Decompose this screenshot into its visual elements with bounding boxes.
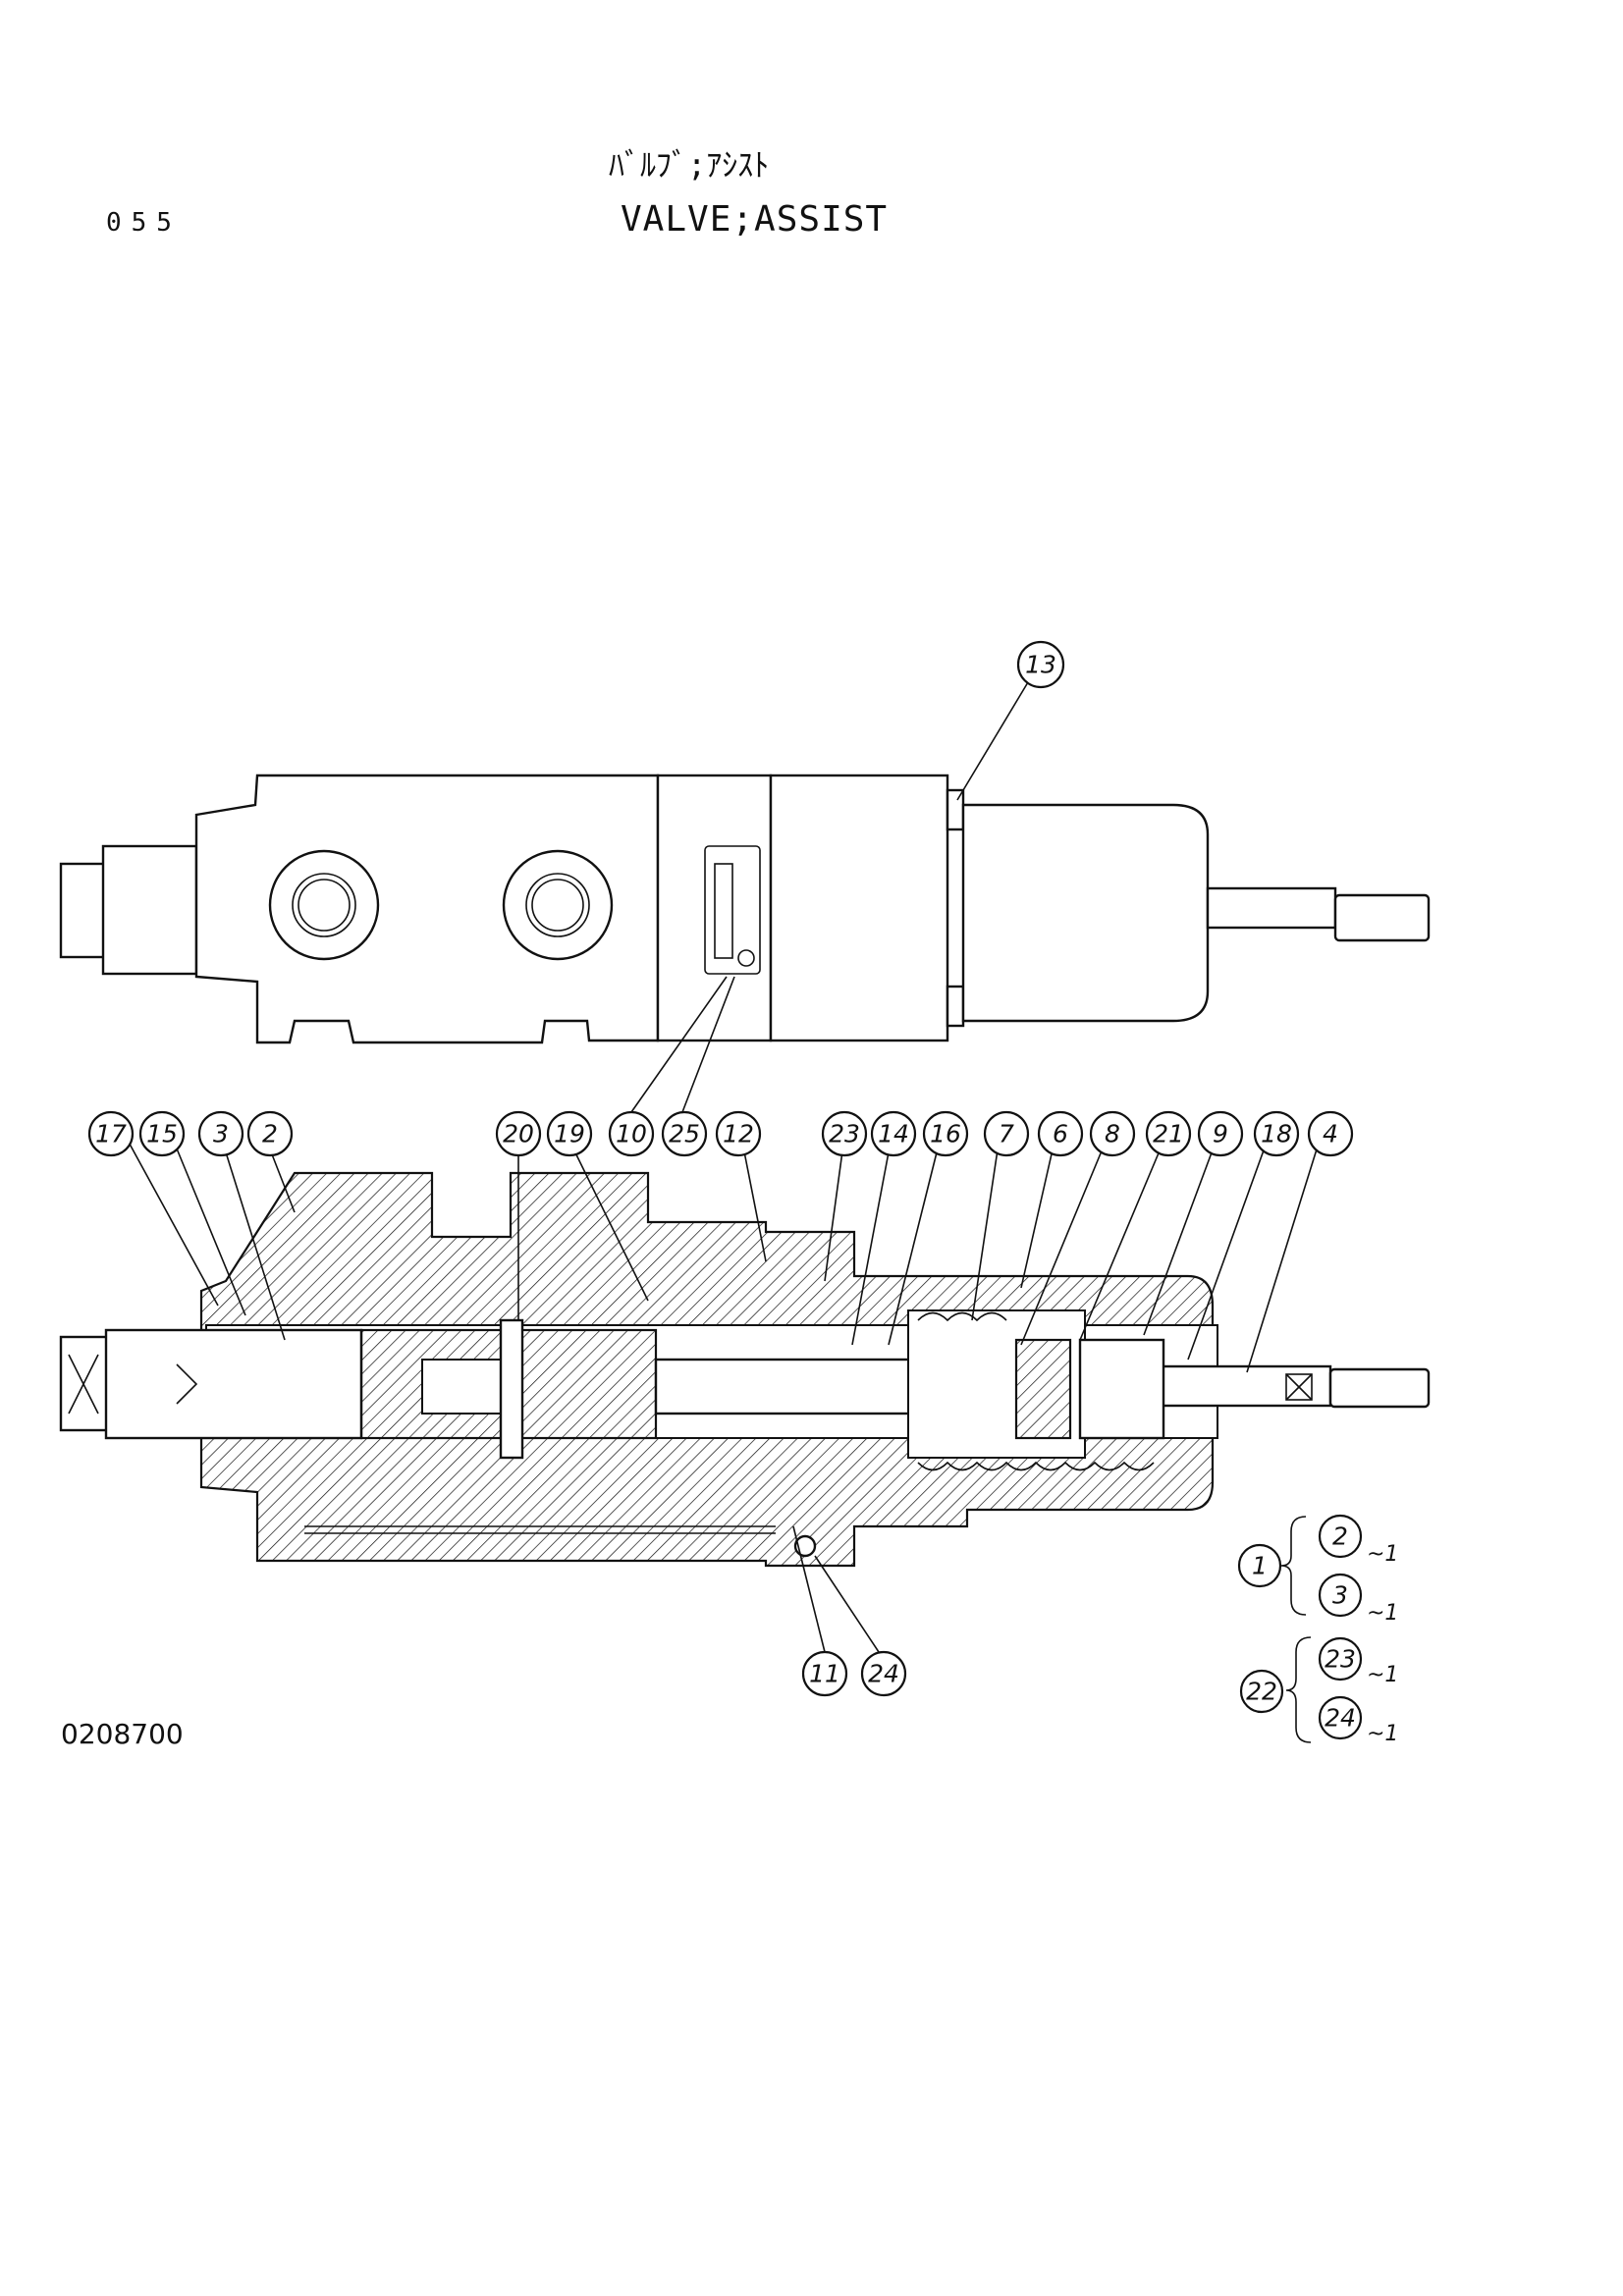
svg-text:15: 15 <box>146 1120 178 1148</box>
svg-text:3: 3 <box>1332 1581 1348 1610</box>
callout-12: 12 <box>715 1110 762 1157</box>
svg-text:9: 9 <box>1213 1120 1228 1148</box>
callouts: 13 17 15 3 2 20 19 10 25 12 23 14 16 7 6… <box>87 640 1354 1697</box>
port-2-outer <box>502 849 614 961</box>
title-japanese: ﾊﾞﾙﾌﾞ;ｱｼｽﾄ <box>609 146 770 184</box>
drawing-number: 0208700 <box>61 1718 184 1750</box>
svg-text:24: 24 <box>1325 1704 1356 1733</box>
svg-text:23: 23 <box>1325 1645 1356 1674</box>
svg-text:25: 25 <box>669 1120 700 1148</box>
svg-text:1: 1 <box>1252 1552 1268 1580</box>
callout-25: 25 <box>661 1110 708 1157</box>
svg-text:~1: ~1 <box>1367 1601 1398 1626</box>
svg-text:~1: ~1 <box>1367 1663 1398 1687</box>
exterior-view <box>59 774 1431 1044</box>
callout-4: 4 <box>1307 1110 1354 1157</box>
left-stub-outer <box>59 862 107 959</box>
callout-17: 17 <box>87 1110 135 1157</box>
title-english: VALVE;ASSIST <box>621 199 889 240</box>
callout-13: 13 <box>1016 640 1065 689</box>
callout-16: 16 <box>922 1110 969 1157</box>
assembly-1: 1 2 ~1 3 ~1 <box>1237 1514 1398 1626</box>
svg-text:16: 16 <box>930 1120 961 1148</box>
callout-3: 3 <box>197 1110 244 1157</box>
main-casting <box>194 774 660 1044</box>
svg-text:3: 3 <box>213 1120 229 1148</box>
svg-text:22: 22 <box>1246 1678 1277 1706</box>
port-1-outer <box>268 849 380 961</box>
callout-9: 9 <box>1197 1110 1244 1157</box>
svg-text:13: 13 <box>1025 651 1056 679</box>
callout-23: 23 <box>821 1110 868 1157</box>
svg-text:14: 14 <box>878 1120 909 1148</box>
rod-exterior <box>1206 886 1337 930</box>
svg-text:~1: ~1 <box>1367 1542 1398 1567</box>
rod-end-exterior <box>1333 893 1431 942</box>
svg-text:10: 10 <box>616 1120 647 1148</box>
callout-19: 19 <box>546 1110 593 1157</box>
svg-text:8: 8 <box>1105 1120 1120 1148</box>
svg-text:7: 7 <box>999 1120 1014 1148</box>
section-view <box>59 1171 1431 1568</box>
leader-lines <box>125 676 1322 1653</box>
left-stub-inner <box>101 844 198 976</box>
callout-6: 6 <box>1037 1110 1084 1157</box>
callout-21: 21 <box>1145 1110 1192 1157</box>
spool-left <box>104 1328 363 1440</box>
pin <box>499 1318 524 1460</box>
svg-text:6: 6 <box>1053 1120 1068 1148</box>
assembly-22: 22 23 ~1 24 ~1 <box>1239 1636 1398 1746</box>
page-number: 055 <box>106 208 182 238</box>
assembly-key: 1 2 ~1 3 ~1 22 23 ~1 24 ~1 <box>1237 1514 1398 1746</box>
svg-text:21: 21 <box>1153 1120 1184 1148</box>
svg-text:2: 2 <box>1332 1522 1348 1551</box>
svg-text:17: 17 <box>95 1120 127 1148</box>
svg-text:4: 4 <box>1323 1120 1338 1148</box>
cover-section <box>769 774 949 1042</box>
svg-text:12: 12 <box>723 1120 754 1148</box>
name-plate <box>704 845 761 975</box>
callout-7: 7 <box>983 1110 1030 1157</box>
svg-text:24: 24 <box>868 1660 899 1688</box>
svg-text:20: 20 <box>503 1120 534 1148</box>
svg-text:23: 23 <box>829 1120 860 1148</box>
callout-10: 10 <box>608 1110 655 1157</box>
callout-20: 20 <box>495 1110 542 1157</box>
callout-15: 15 <box>138 1110 186 1157</box>
callout-18: 18 <box>1253 1110 1300 1157</box>
callout-24: 24 <box>860 1650 907 1697</box>
callout-2: 2 <box>246 1110 294 1157</box>
cylinder-housing <box>961 803 1210 1023</box>
svg-text:18: 18 <box>1261 1120 1292 1148</box>
callout-8: 8 <box>1089 1110 1136 1157</box>
svg-text:11: 11 <box>809 1660 840 1688</box>
callout-11: 11 <box>801 1650 848 1697</box>
svg-text:19: 19 <box>554 1120 585 1148</box>
callout-14: 14 <box>870 1110 917 1157</box>
svg-text:2: 2 <box>262 1120 278 1148</box>
svg-text:~1: ~1 <box>1367 1722 1398 1746</box>
